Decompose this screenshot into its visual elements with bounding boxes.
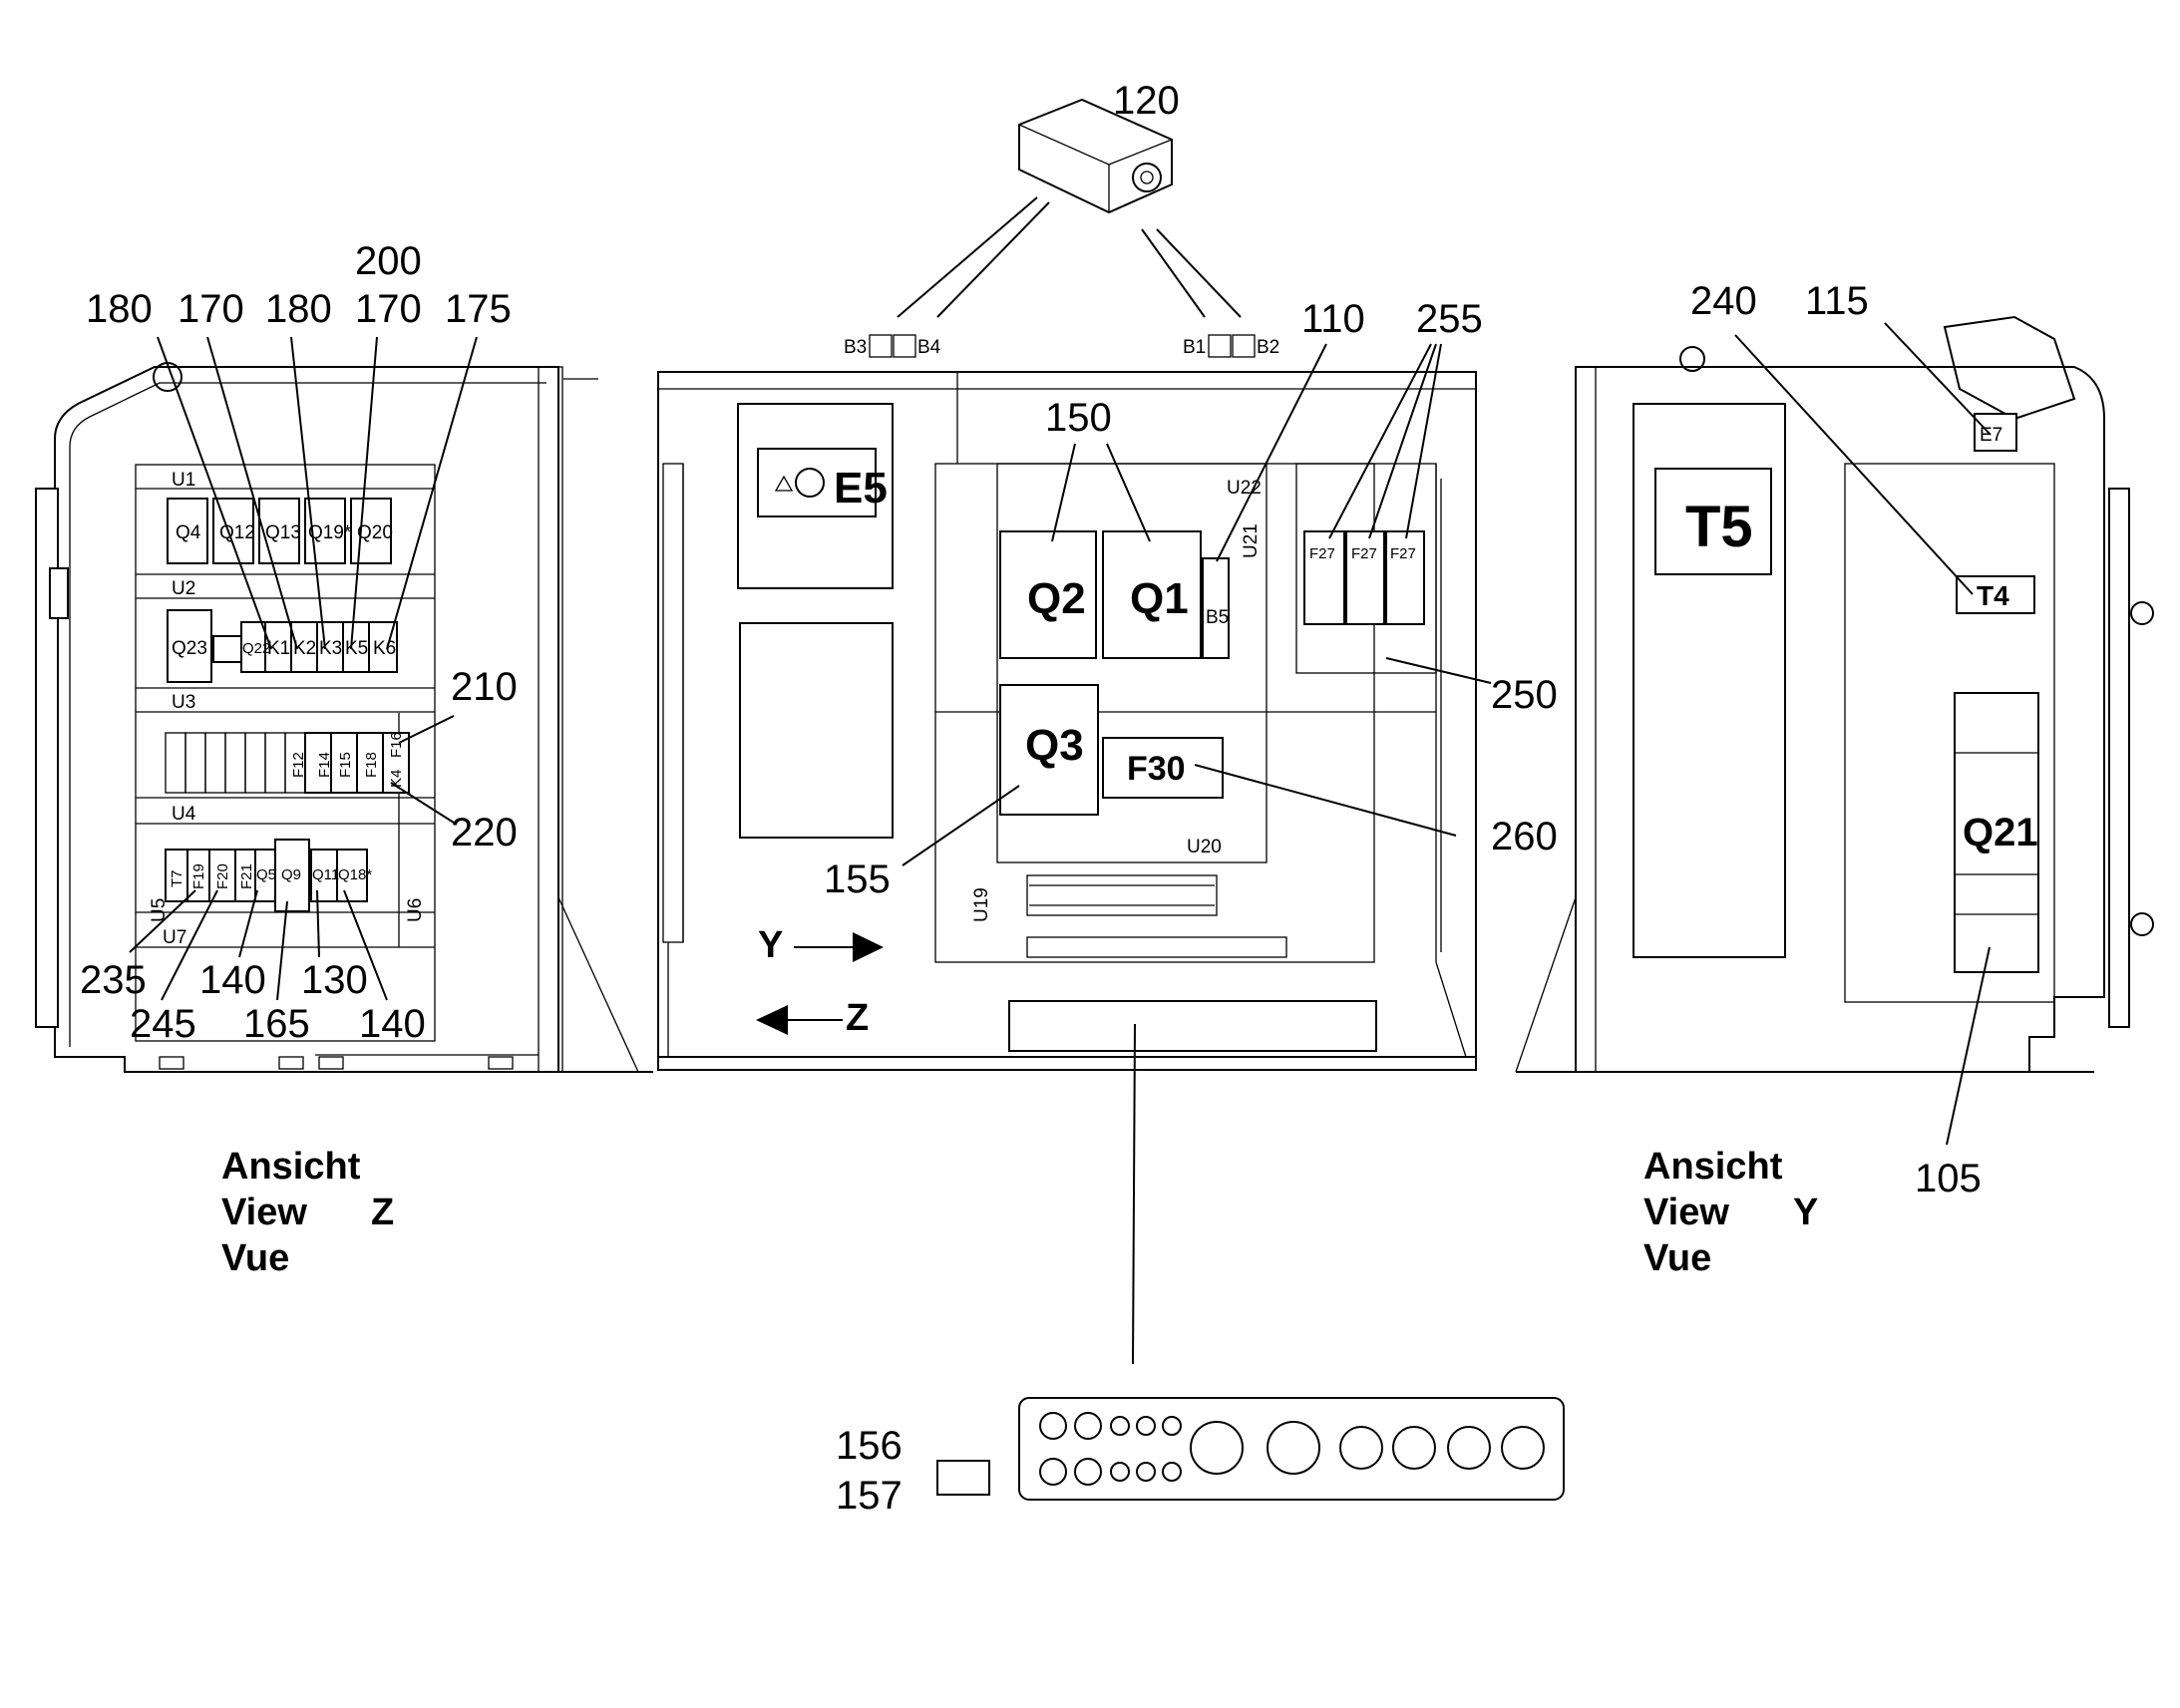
label-b1: B1 [1183,337,1206,358]
callout-170-b: 170 [355,287,422,331]
rail-u6: U6 [405,898,426,922]
fuse-f27-3: F27 [1390,545,1416,562]
label-t5: T5 [1685,495,1753,559]
label-b2: B2 [1257,337,1279,358]
label-q2: Q2 [1027,574,1086,623]
device-t7: T7 [169,869,185,887]
fuse-f19: F19 [190,863,207,889]
fuse-row-u3 [165,732,410,794]
fuse-f18: F18 [363,752,380,778]
contactor-k4: K4 [388,770,405,788]
view-y-letter: Y [1793,1192,1818,1233]
breaker-q20: Q20 [357,522,393,543]
fuse-f27-1: F27 [1309,545,1335,562]
rail-u3: U3 [172,692,195,713]
contactor-k3: K3 [319,638,342,659]
fuse-f14: F14 [316,752,333,778]
breaker-q12: Q12 [219,522,255,543]
breaker-q5: Q5 [256,866,276,883]
fuse-f27-2: F27 [1351,545,1377,562]
right-cabinet-view-y [1515,315,2154,1073]
arrow-z-label: Z [846,997,869,1039]
callout-255: 255 [1416,297,1483,341]
callout-245: 245 [130,1002,196,1046]
label-u22: U22 [1227,478,1262,499]
direction-arrows [756,932,884,1035]
callout-155: 155 [824,857,891,901]
callout-175: 175 [445,287,512,331]
callout-235: 235 [80,958,147,1002]
label-t4: T4 [1977,580,2009,611]
view-z-line3: Vue [221,1237,289,1279]
callout-140-a: 140 [199,958,266,1002]
rail-u2: U2 [172,578,195,599]
callout-250: 250 [1491,673,1558,717]
fuse-f20: F20 [214,863,231,889]
label-f30: F30 [1127,750,1186,788]
callout-140-b: 140 [359,1002,426,1046]
fuse-f12: F12 [290,752,307,778]
view-z-letter: Z [371,1192,394,1233]
rail-u4: U4 [172,804,196,825]
callout-240: 240 [1690,279,1757,323]
callout-210: 210 [451,665,518,709]
rail-u7: U7 [163,927,186,948]
label-q1: Q1 [1130,574,1189,623]
sensor-120 [1018,98,1173,214]
callout-110: 110 [1301,297,1365,341]
view-y-line1: Ansicht [1643,1146,1783,1188]
callout-150: 150 [1045,396,1112,440]
label-b5: B5 [1206,607,1229,628]
label-u19: U19 [971,887,992,922]
device-row-u4 [165,839,368,912]
label-b3: B3 [844,337,867,358]
callout-200: 200 [355,239,422,283]
fuse-f15: F15 [337,752,354,778]
callout-120: 120 [1113,79,1180,123]
sensor-mounts [869,334,1256,358]
contactor-k2: K2 [293,638,316,659]
center-cabinet [657,371,1477,1071]
rail-u5: U5 [149,898,170,922]
breaker-q18: Q18* [338,866,372,883]
contactor-k1: K1 [267,638,290,659]
label-e5: E5 [834,464,888,512]
label-q3: Q3 [1025,721,1084,770]
callout-105: 105 [1915,1157,1982,1200]
contactor-k5: K5 [345,638,368,659]
callout-170-a: 170 [178,287,244,331]
leader-lines [129,196,1992,1365]
contactor-k6: K6 [373,638,396,659]
callout-157: 157 [836,1474,903,1518]
view-z-line1: Ansicht [221,1146,361,1188]
breaker-q11: Q11 [312,866,339,883]
callout-180-b: 180 [265,287,332,331]
fuse-f16: F16 [388,732,405,758]
view-y-line3: Vue [1643,1237,1711,1279]
callout-220: 220 [451,811,518,854]
breaker-q13: Q13 [265,522,301,543]
arrow-y-label: Y [758,924,783,966]
callout-165: 165 [243,1002,310,1046]
label-q21: Q21 [1963,811,2038,854]
breaker-q22: Q22 [242,640,270,657]
breaker-row-u1 [167,498,392,564]
callout-156: 156 [836,1424,903,1468]
callout-180-a: 180 [86,287,153,331]
fuse-f21: F21 [238,863,255,889]
view-z-line2: View [221,1192,307,1233]
cable-gland-plate [936,1397,1565,1501]
breaker-q9: Q9 [281,866,301,883]
rail-u1: U1 [172,470,195,491]
breaker-q4: Q4 [176,522,201,543]
callout-115: 115 [1805,279,1869,323]
callout-260: 260 [1491,815,1558,858]
breaker-q23: Q23 [172,638,207,659]
view-y-line2: View [1643,1192,1729,1233]
label-b4: B4 [917,337,941,358]
label-u20: U20 [1187,837,1222,857]
label-u21: U21 [1241,523,1262,558]
breaker-q19: Q19* [308,522,352,543]
callout-130: 130 [301,958,368,1002]
